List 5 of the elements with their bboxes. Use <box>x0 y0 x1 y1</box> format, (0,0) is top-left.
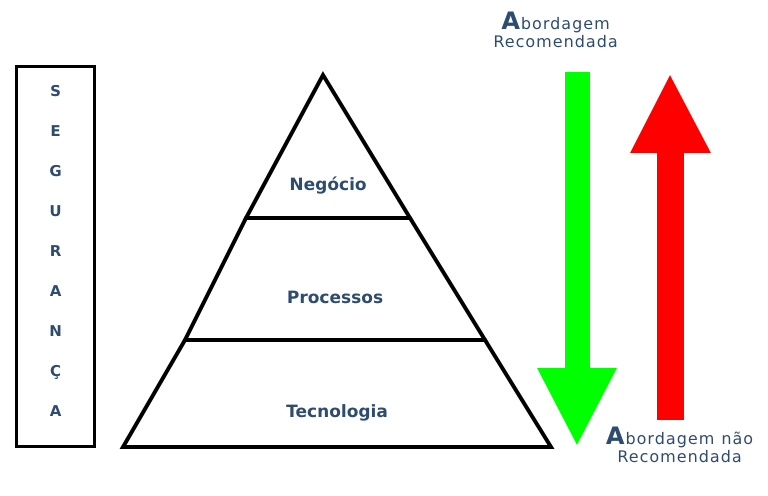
approach-label: Abordagem não Recomendada <box>604 427 756 466</box>
vertical-text-box <box>15 65 96 448</box>
approach-label: Abordagem Recomendada <box>492 12 620 51</box>
vertical-label: SEGURANÇA <box>46 82 64 442</box>
tier-label: Processos <box>286 288 384 308</box>
